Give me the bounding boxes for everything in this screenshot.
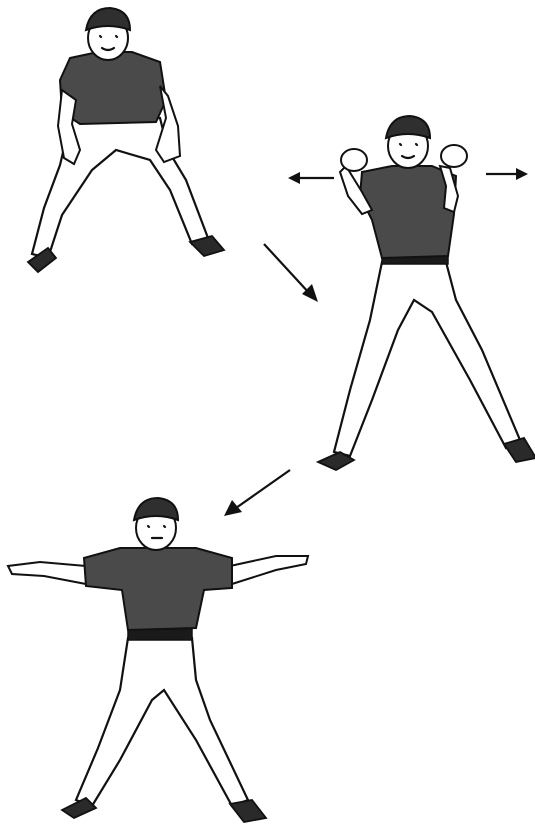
arrow-down-right — [264, 244, 318, 302]
umpire-figure-fists-raised — [318, 116, 535, 470]
figure2-shirt — [360, 166, 456, 258]
figure3-right-arm — [230, 556, 308, 584]
figure2-right-fist — [441, 145, 467, 167]
figure3-cap — [134, 498, 178, 520]
umpire-figure-arms-extended — [8, 498, 308, 822]
figure1-shirt — [60, 52, 166, 124]
figure1-pants — [32, 118, 208, 258]
figure3-right-shoe — [230, 800, 266, 822]
figure1-cap — [86, 8, 130, 30]
figure2-pants — [334, 262, 520, 456]
figure2-cap — [386, 116, 430, 138]
umpire-figure-ready-stance — [28, 8, 224, 272]
figure2-left-fist — [341, 149, 367, 171]
arrow-down-left — [224, 470, 290, 516]
arrow-right — [486, 168, 528, 180]
figure3-left-arm — [8, 562, 86, 584]
figure3-pants — [76, 638, 248, 806]
figure3-shirt — [84, 548, 232, 630]
arrow-left — [288, 172, 334, 184]
